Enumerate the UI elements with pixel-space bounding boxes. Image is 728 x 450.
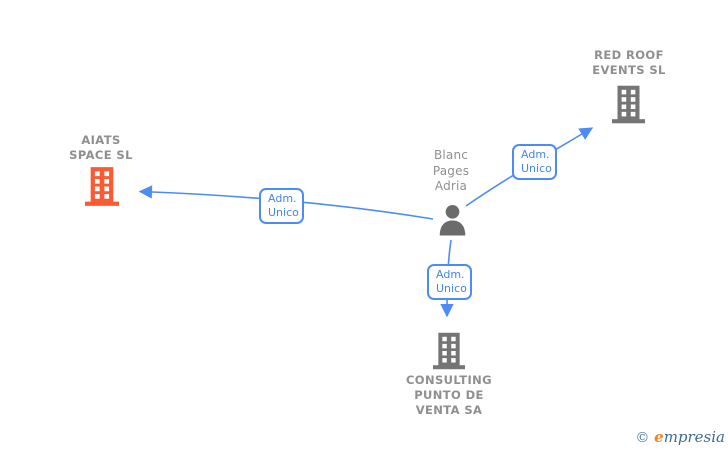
edge-label-line1: Adm. [436, 268, 465, 281]
company-node-aiats[interactable] [85, 167, 119, 210]
edge-label-adm-unico-aiats[interactable]: Adm. Unico [259, 188, 304, 224]
edge-label-line2: Unico [436, 282, 467, 295]
company-node-redroof[interactable] [612, 85, 645, 128]
edge-label-line1: Adm. [268, 192, 297, 205]
person-label-blanc-pages-adria[interactable]: Blanc Pages Adria [411, 148, 491, 195]
company-label-consulting-line1: CONSULTING [405, 373, 493, 387]
building-icon [612, 85, 645, 124]
company-label-consulting-line3: VENTA SA [415, 403, 483, 417]
company-label-consulting[interactable]: CONSULTING PUNTO DE VENTA SA [386, 373, 512, 418]
company-node-consulting[interactable] [433, 332, 465, 374]
empresia-logo[interactable]: © empresia [635, 428, 725, 447]
person-icon [439, 204, 466, 236]
company-label-redroof-line2: EVENTS SL [592, 63, 666, 77]
company-label-redroof-line1: RED ROOF [594, 48, 664, 62]
person-label-line1: Blanc [433, 148, 469, 162]
company-label-aiats[interactable]: AIATS SPACE SL [36, 133, 166, 163]
edge-label-adm-unico-redroof[interactable]: Adm. Unico [512, 144, 557, 180]
company-label-aiats-line1: AIATS [81, 133, 121, 147]
person-node-blanc-pages-adria[interactable] [437, 204, 468, 240]
company-label-aiats-line2: SPACE SL [69, 148, 133, 162]
edge-line-to-aiats [138, 185, 434, 220]
edge-label-line2: Unico [268, 206, 299, 219]
edge-label-line1: Adm. [521, 148, 550, 161]
edge-label-line2: Unico [521, 162, 552, 175]
copyright-symbol: © [635, 430, 650, 446]
company-label-redroof[interactable]: RED ROOF EVENTS SL [566, 48, 692, 78]
person-label-line2: Pages [432, 163, 470, 178]
building-icon [433, 332, 465, 370]
building-icon [85, 167, 119, 206]
edge-label-adm-unico-consulting[interactable]: Adm. Unico [427, 264, 472, 300]
brand-initial: e [654, 428, 664, 446]
person-label-line3: Adria [434, 179, 468, 193]
company-label-consulting-line2: PUNTO DE [414, 388, 484, 402]
brand-rest: mpresia [663, 428, 725, 446]
